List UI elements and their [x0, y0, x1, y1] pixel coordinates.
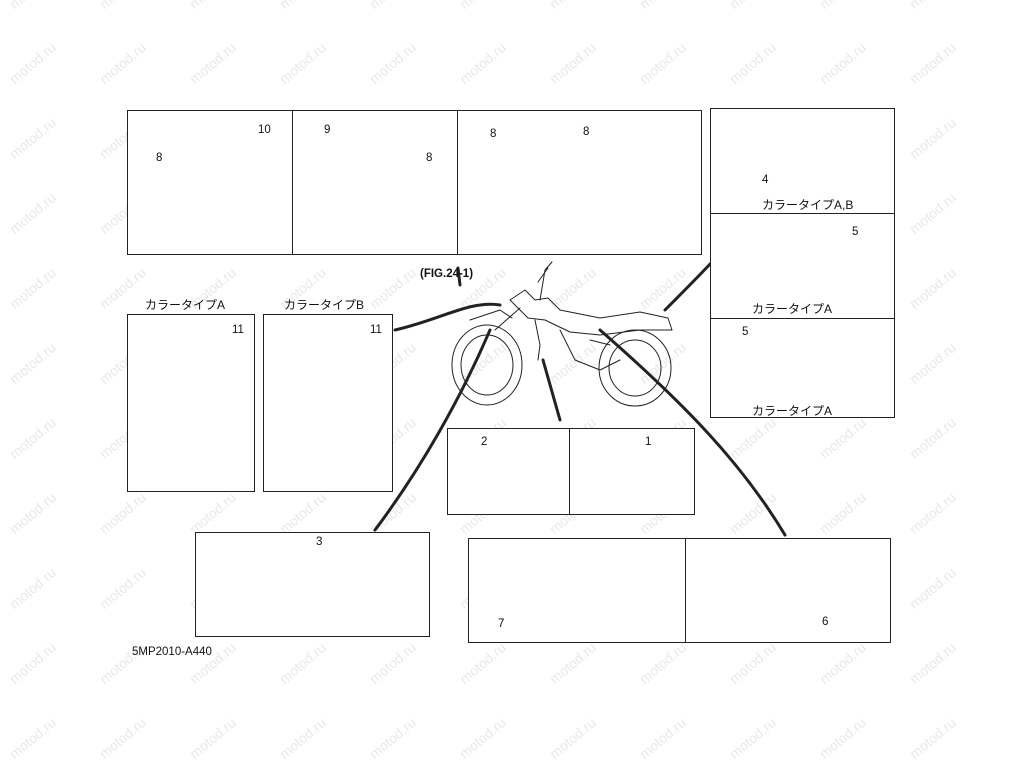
panel-headlight-b	[263, 314, 393, 492]
leader-lines	[373, 260, 787, 537]
callout-10: 10	[258, 124, 271, 136]
callout-4: 4	[762, 174, 769, 186]
motorcycle-sketch	[451, 261, 673, 407]
panel-shroud-group	[447, 428, 695, 515]
callout-5-a: 5	[852, 226, 859, 238]
callout-7: 7	[498, 618, 505, 630]
caption-color-a-headlight: カラータイプA	[145, 298, 226, 312]
callout-2: 2	[481, 436, 488, 448]
panel-side-cover-group	[468, 538, 891, 643]
panel-divider-3	[710, 213, 895, 214]
panel-rear-cowl-group	[710, 108, 895, 418]
panel-divider-4	[710, 318, 895, 319]
part-code: 5MP2010-A440	[132, 646, 212, 658]
callout-8-a: 8	[156, 152, 163, 164]
caption-color-ab: カラータイプA,B	[762, 198, 854, 212]
panel-divider-5	[569, 428, 570, 515]
panel-fuel-tank-group	[127, 110, 702, 255]
callout-8-d: 8	[583, 126, 590, 138]
callout-9: 9	[324, 124, 331, 136]
callout-3: 3	[316, 536, 323, 548]
panel-divider-2	[457, 110, 458, 255]
figure-reference: (FIG.24-1)	[420, 268, 474, 280]
callout-8-b: 8	[426, 152, 433, 164]
caption-color-a-1: カラータイプA	[752, 302, 833, 316]
callout-8-c: 8	[490, 128, 497, 140]
panel-front-fender	[195, 532, 430, 637]
panel-headlight-a	[127, 314, 255, 492]
callout-11-b: 11	[370, 324, 382, 336]
panel-divider-6	[685, 538, 686, 643]
panel-divider-1	[292, 110, 293, 255]
caption-color-b-headlight: カラータイプB	[284, 298, 365, 312]
callout-5-b: 5	[742, 326, 749, 338]
callout-11-a: 11	[232, 324, 244, 336]
caption-color-a-2: カラータイプA	[752, 404, 833, 418]
callout-1: 1	[645, 436, 652, 448]
callout-6: 6	[822, 616, 829, 628]
